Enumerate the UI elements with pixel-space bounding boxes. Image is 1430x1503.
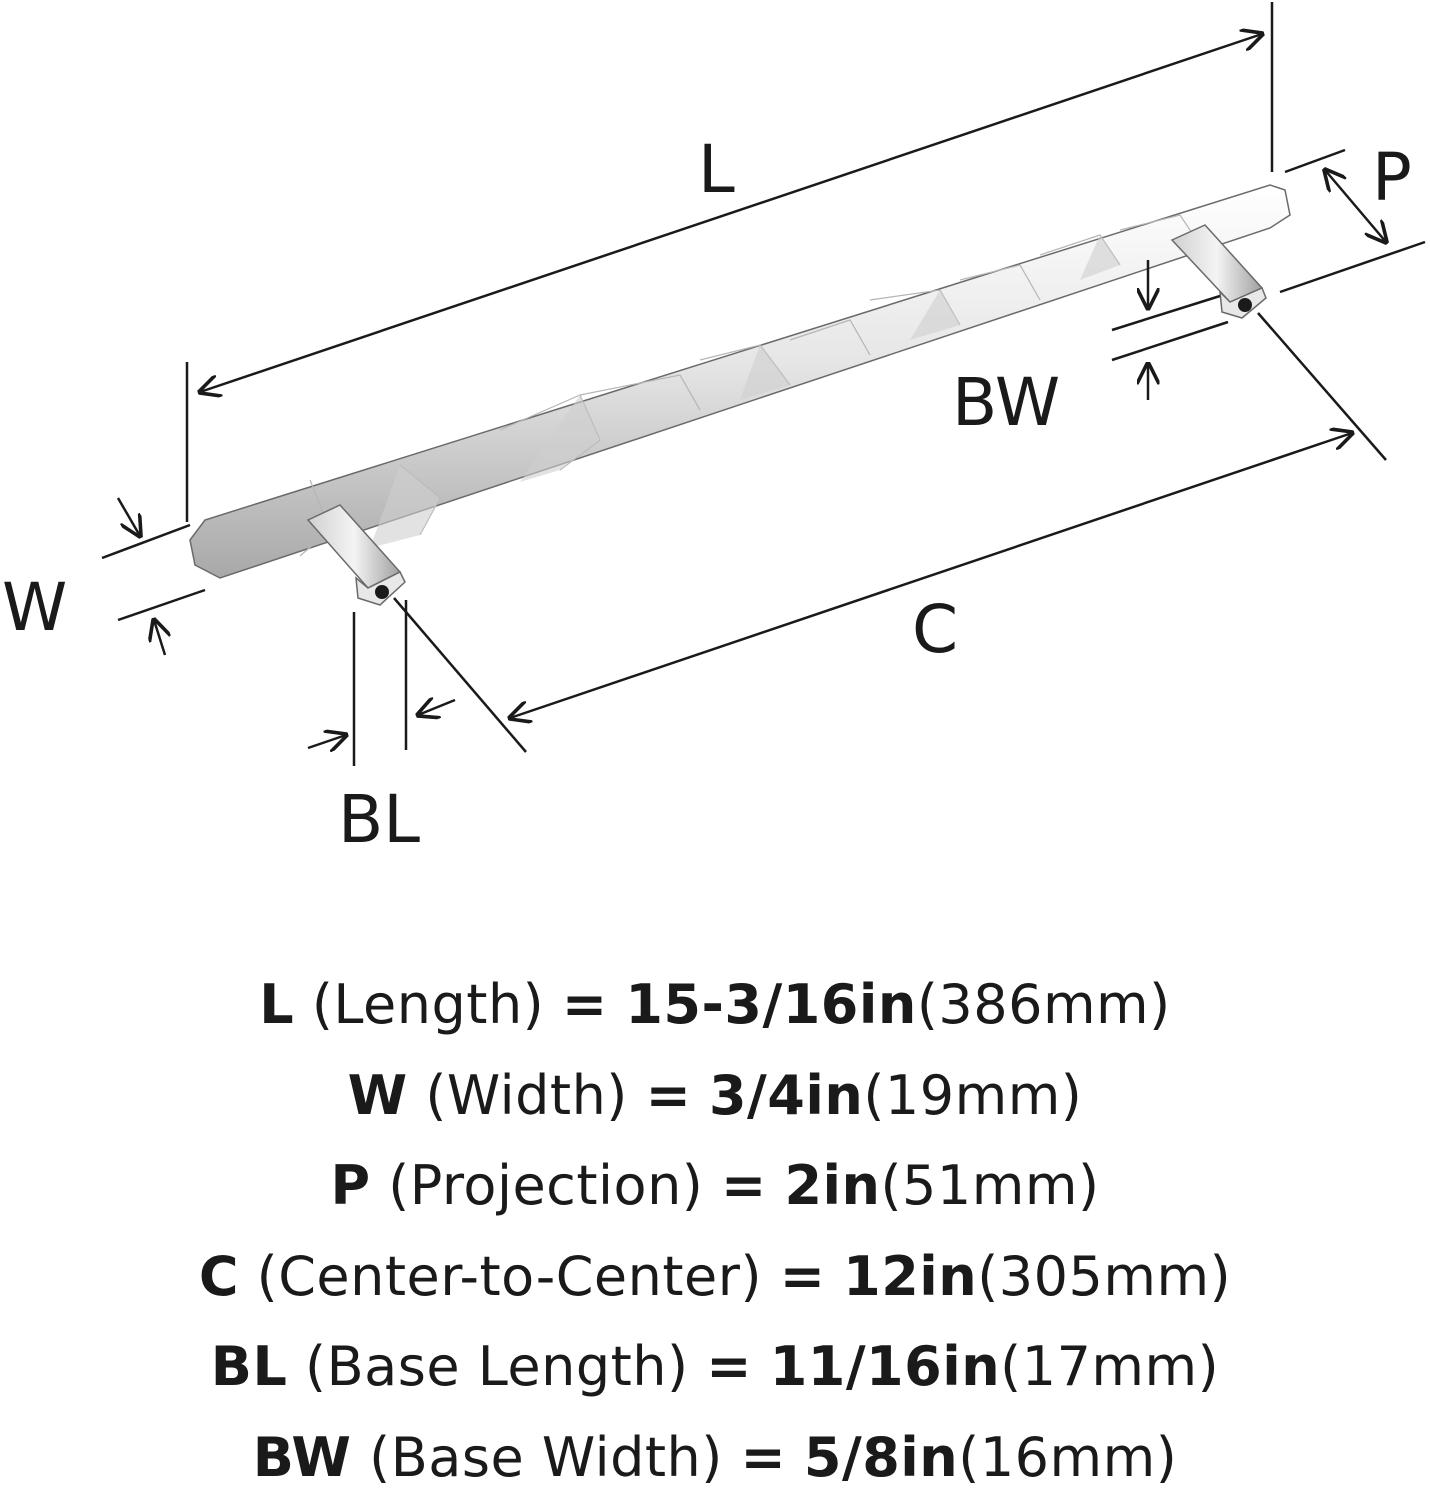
spec-eq: = xyxy=(646,1064,692,1127)
spec-name: (Base Length) xyxy=(305,1335,689,1398)
spec-imperial: 3/4in xyxy=(709,1064,863,1127)
spec-metric: (19mm) xyxy=(863,1064,1082,1127)
spec-eq: = xyxy=(706,1335,752,1398)
spec-imperial: 11/16in xyxy=(770,1335,1000,1398)
spec-name: (Width) xyxy=(425,1064,628,1127)
spec-name: (Projection) xyxy=(388,1154,703,1217)
spec-metric: (16mm) xyxy=(958,1426,1177,1489)
spec-imperial: 2in xyxy=(784,1154,880,1217)
spec-code: W xyxy=(348,1064,408,1127)
spec-code: BW xyxy=(253,1426,352,1489)
label-L: L xyxy=(698,131,735,208)
spec-metric: (17mm) xyxy=(1000,1335,1219,1398)
spec-imperial: 12in xyxy=(843,1245,977,1308)
spec-eq: = xyxy=(721,1154,767,1217)
dimension-spec-list: L (Length) = 15-3/16in(386mm) W (Width) … xyxy=(0,960,1430,1503)
spec-eq: = xyxy=(741,1426,787,1489)
spec-imperial: 5/8in xyxy=(804,1426,958,1489)
spec-row-base-length: BL (Base Length) = 11/16in(17mm) xyxy=(0,1322,1430,1413)
spec-code: BL xyxy=(211,1335,288,1398)
spec-imperial: 15-3/16in xyxy=(625,973,916,1036)
label-BL: BL xyxy=(338,781,420,858)
spec-row-width: W (Width) = 3/4in(19mm) xyxy=(0,1051,1430,1142)
spec-code: L xyxy=(259,973,294,1036)
spec-eq: = xyxy=(780,1245,826,1308)
spec-metric: (51mm) xyxy=(880,1154,1099,1217)
handle-bar xyxy=(190,185,1290,578)
spec-code: P xyxy=(330,1154,370,1217)
spec-row-projection: P (Projection) = 2in(51mm) xyxy=(0,1141,1430,1232)
spec-name: (Length) xyxy=(312,973,544,1036)
spec-row-base-width: BW (Base Width) = 5/8in(16mm) xyxy=(0,1413,1430,1503)
label-C: C xyxy=(912,591,958,668)
spec-code: C xyxy=(199,1245,239,1308)
label-BW: BW xyxy=(952,364,1060,441)
spec-row-center-to-center: C (Center-to-Center) = 12in(305mm) xyxy=(0,1232,1430,1323)
spec-name: (Center-to-Center) xyxy=(257,1245,762,1308)
spec-metric: (386mm) xyxy=(917,973,1171,1036)
spec-name: (Base Width) xyxy=(369,1426,723,1489)
spec-row-length: L (Length) = 15-3/16in(386mm) xyxy=(0,960,1430,1051)
label-P: P xyxy=(1372,139,1412,216)
spec-metric: (305mm) xyxy=(977,1245,1231,1308)
spec-eq: = xyxy=(562,973,608,1036)
handle-dimension-diagram: L P BW W C BL xyxy=(0,0,1430,900)
label-W: W xyxy=(2,569,67,646)
